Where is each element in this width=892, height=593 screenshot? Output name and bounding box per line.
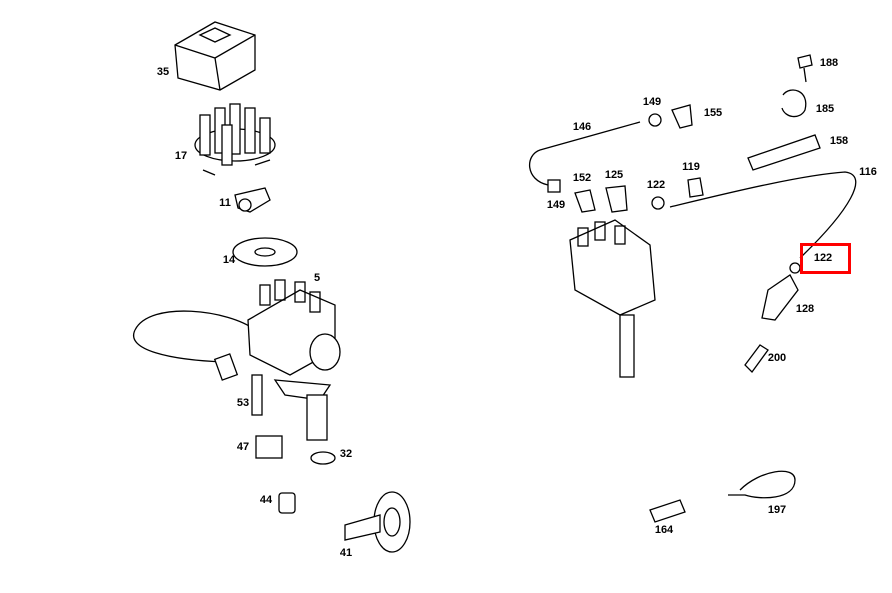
part-label-14[interactable]: 14 <box>222 254 236 266</box>
drive-gear-icon <box>344 491 411 553</box>
part-label-155[interactable]: 155 <box>703 107 723 119</box>
part-label-122[interactable]: 122 <box>646 179 666 191</box>
distributor-right-icon <box>569 219 656 378</box>
part-label-122-selected[interactable]: 122 <box>813 252 833 264</box>
part-label-149-lower[interactable]: 149 <box>546 199 566 211</box>
part-label-32[interactable]: 32 <box>339 448 353 460</box>
part-label-152[interactable]: 152 <box>572 172 592 184</box>
part-label-47[interactable]: 47 <box>236 441 250 453</box>
part-label-119[interactable]: 119 <box>682 161 700 173</box>
bolt-icon <box>251 374 263 416</box>
seal-ring-icon <box>232 237 298 267</box>
distributor-icon <box>132 279 341 441</box>
part-label-200[interactable]: 200 <box>767 352 787 364</box>
part-label-35[interactable]: 35 <box>156 66 170 78</box>
part-label-158[interactable]: 158 <box>829 135 849 147</box>
part-label-17[interactable]: 17 <box>174 150 188 162</box>
plug-icon <box>278 492 296 514</box>
part-label-164[interactable]: 164 <box>654 524 674 536</box>
selected-part-highlight <box>800 243 851 274</box>
part-label-44[interactable]: 44 <box>259 494 273 506</box>
part-label-128[interactable]: 128 <box>795 303 815 315</box>
part-label-146[interactable]: 146 <box>572 121 592 133</box>
rotor-icon <box>234 187 271 213</box>
part-label-125[interactable]: 125 <box>604 169 624 181</box>
part-label-11[interactable]: 11 <box>219 197 231 209</box>
part-label-185[interactable]: 185 <box>815 103 835 115</box>
clamp-icon <box>255 435 283 459</box>
part-label-5[interactable]: 5 <box>313 272 321 284</box>
part-label-53[interactable]: 53 <box>236 397 250 409</box>
part-label-41[interactable]: 41 <box>339 547 353 559</box>
part-label-197[interactable]: 197 <box>767 504 787 516</box>
vacuum-line-146 <box>528 121 641 186</box>
part-label-149[interactable]: 149 <box>642 96 662 108</box>
part-label-116[interactable]: 116 <box>859 166 877 178</box>
distributor-cap-cover-icon <box>174 21 256 91</box>
part-label-188[interactable]: 188 <box>819 57 839 69</box>
distributor-cap-icon <box>194 103 276 176</box>
o-ring-icon <box>310 451 336 465</box>
vacuum-line-116 <box>669 171 857 259</box>
